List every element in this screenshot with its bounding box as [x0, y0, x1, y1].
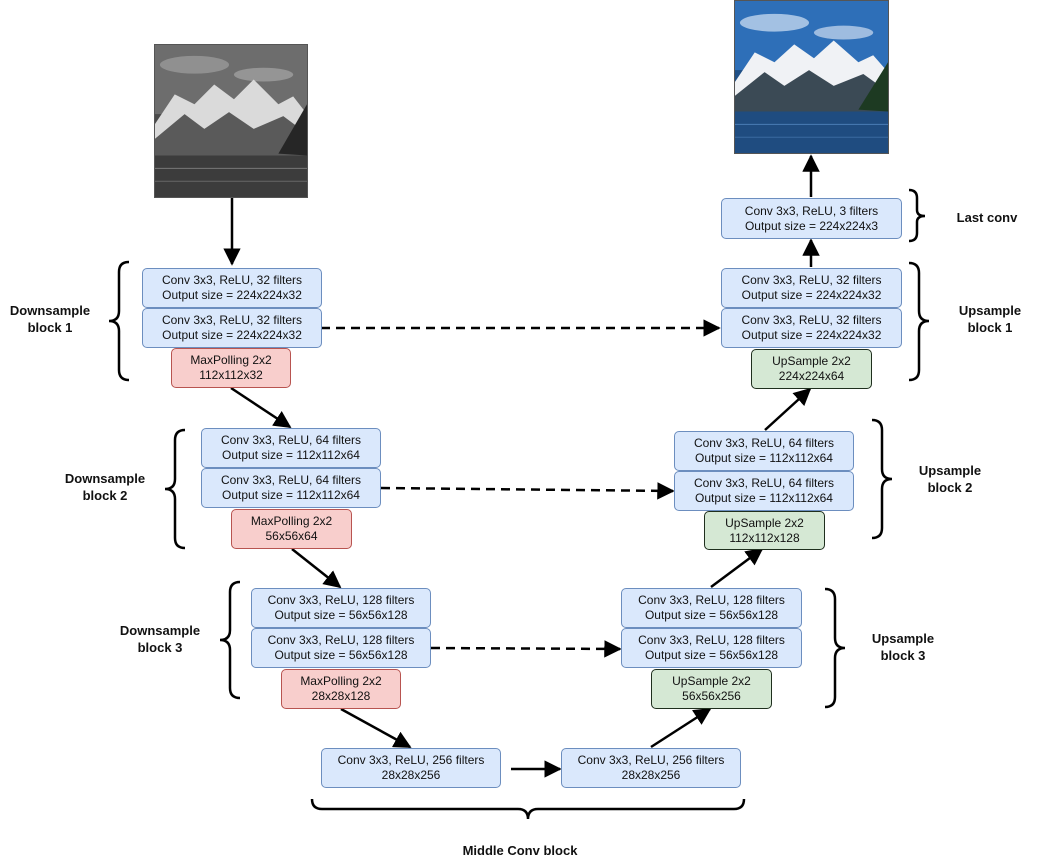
- last-conv: Conv 3x3, ReLU, 3 filters Output size = …: [721, 198, 902, 239]
- down1-maxpool-line2: 112x112x32: [199, 368, 263, 382]
- up3-conv-1-line2: Output size = 56x56x128: [644, 608, 779, 622]
- down3-label: Downsample block 3: [110, 622, 210, 656]
- down3-conv-2: Conv 3x3, ReLU, 128 filters Output size …: [251, 628, 431, 668]
- down2-maxpool-line2: 56x56x64: [265, 529, 318, 543]
- brace-up3: [824, 587, 846, 709]
- down1-label-text: Downsample block 1: [9, 303, 91, 335]
- down1-label: Downsample block 1: [0, 302, 100, 336]
- down3-maxpool-line1: MaxPolling 2x2: [300, 674, 382, 688]
- down1-conv-2-line2: Output size = 224x224x32: [162, 328, 302, 342]
- up2-conv-2-line2: Output size = 112x112x64: [695, 491, 833, 505]
- down1-conv-1: Conv 3x3, ReLU, 32 filters Output size =…: [142, 268, 322, 308]
- up1-upsample: UpSample 2x2 224x224x64: [751, 349, 872, 389]
- output-color-image: [734, 0, 889, 154]
- down3-conv-1-line1: Conv 3x3, ReLU, 128 filters: [267, 593, 415, 607]
- last-conv-line2: Output size = 224x224x3: [744, 218, 879, 233]
- middle-conv-2: Conv 3x3, ReLU, 256 filters 28x28x256: [561, 748, 741, 788]
- up3-upsample: UpSample 2x2 56x56x256: [651, 669, 772, 709]
- middle-conv-2-line2: 28x28x256: [621, 768, 681, 782]
- middle-label-text: Middle Conv block: [462, 843, 578, 858]
- down2-maxpool-line1: MaxPolling 2x2: [250, 514, 333, 528]
- down1-conv-1-line1: Conv 3x3, ReLU, 32 filters: [161, 273, 303, 287]
- brace-up2: [871, 418, 893, 540]
- last-label-text: Last conv: [956, 210, 1018, 225]
- up2-conv-2: Conv 3x3, ReLU, 64 filters Output size =…: [674, 471, 854, 511]
- brace-middle: [310, 798, 746, 820]
- down1-conv-1-line2: Output size = 224x224x32: [162, 288, 302, 302]
- up1-conv-1-line1: Conv 3x3, ReLU, 32 filters: [741, 273, 882, 287]
- down2-label: Downsample block 2: [55, 470, 155, 504]
- up2-conv-1: Conv 3x3, ReLU, 64 filters Output size =…: [674, 431, 854, 471]
- brace-up1: [908, 261, 930, 382]
- up1-conv-1-line2: Output size = 224x224x32: [741, 288, 882, 302]
- up2-upsample-line2: 112x112x128: [729, 530, 800, 545]
- up3-conv-1: Conv 3x3, ReLU, 128 filters Output size …: [621, 588, 802, 628]
- up3-upsample-line1: UpSample 2x2: [672, 674, 751, 688]
- up3-upsample-line2: 56x56x256: [682, 689, 741, 703]
- arrow-up2-to-up1: [764, 387, 812, 431]
- down2-conv-2-line2: Output size = 112x112x64: [222, 488, 360, 502]
- brace-down1: [108, 260, 130, 382]
- down2-conv-1-line1: Conv 3x3, ReLU, 64 filters: [220, 433, 362, 447]
- up1-conv-2-line2: Output size = 224x224x32: [741, 328, 882, 342]
- brace-down2: [164, 428, 186, 550]
- up3-conv-2-line2: Output size = 56x56x128: [644, 648, 779, 662]
- brace-down3: [219, 580, 241, 700]
- down3-maxpool-line2: 28x28x128: [311, 689, 371, 703]
- down3-conv-1: Conv 3x3, ReLU, 128 filters Output size …: [251, 588, 431, 628]
- up2-conv-1-line2: Output size = 112x112x64: [695, 451, 833, 465]
- up3-conv-1-line1: Conv 3x3, ReLU, 128 filters: [638, 593, 785, 607]
- up2-label-text: Upsample block 2: [918, 463, 982, 495]
- down1-maxpool: MaxPolling 2x2 112x112x32: [171, 348, 291, 388]
- middle-label: Middle Conv block: [420, 842, 620, 859]
- up3-label: Upsample block 3: [853, 630, 953, 664]
- arrow-down3-to-middle: [340, 707, 412, 749]
- arrow-middle2-to-up3: [650, 707, 712, 749]
- up3-conv-2-line1: Conv 3x3, ReLU, 128 filters: [638, 633, 785, 647]
- up1-label-text: Upsample block 1: [958, 303, 1022, 335]
- down3-maxpool: MaxPolling 2x2 28x28x128: [281, 669, 401, 709]
- up1-conv-2: Conv 3x3, ReLU, 32 filters Output size =…: [721, 308, 902, 348]
- down3-conv-1-line2: Output size = 56x56x128: [274, 608, 408, 622]
- skip-connection-3: [430, 640, 622, 658]
- up3-conv-2: Conv 3x3, ReLU, 128 filters Output size …: [621, 628, 802, 668]
- arrow-down1-to-down2: [230, 386, 292, 429]
- down2-conv-2: Conv 3x3, ReLU, 64 filters Output size =…: [201, 468, 381, 508]
- middle-conv-1-line2: 28x28x256: [381, 768, 441, 782]
- up1-conv-2-line1: Conv 3x3, ReLU, 32 filters: [741, 313, 882, 327]
- middle-conv-1: Conv 3x3, ReLU, 256 filters 28x28x256: [321, 748, 501, 788]
- down3-conv-2-line2: Output size = 56x56x128: [274, 648, 408, 662]
- down2-conv-1-line2: Output size = 112x112x64: [222, 448, 360, 462]
- last-label: Last conv: [937, 209, 1037, 226]
- input-grayscale-image: [154, 44, 308, 198]
- middle-conv-2-line1: Conv 3x3, ReLU, 256 filters: [577, 753, 725, 767]
- up1-upsample-line1: UpSample 2x2: [772, 354, 851, 368]
- up2-upsample: UpSample 2x2 112x112x128: [704, 511, 825, 550]
- down2-conv-1: Conv 3x3, ReLU, 64 filters Output size =…: [201, 428, 381, 468]
- brace-last: [908, 188, 926, 243]
- up1-conv-1: Conv 3x3, ReLU, 32 filters Output size =…: [721, 268, 902, 308]
- down1-conv-2: Conv 3x3, ReLU, 32 filters Output size =…: [142, 308, 322, 348]
- down1-maxpool-line1: MaxPolling 2x2: [190, 353, 272, 367]
- arrow-down2-to-down3: [291, 548, 342, 589]
- down3-conv-2-line1: Conv 3x3, ReLU, 128 filters: [267, 633, 415, 647]
- down2-conv-2-line1: Conv 3x3, ReLU, 64 filters: [220, 473, 362, 487]
- down1-conv-2-line1: Conv 3x3, ReLU, 32 filters: [161, 313, 303, 327]
- down2-maxpool: MaxPolling 2x2 56x56x64: [231, 509, 352, 549]
- middle-conv-1-line1: Conv 3x3, ReLU, 256 filters: [337, 753, 485, 767]
- up3-label-text: Upsample block 3: [871, 631, 935, 663]
- down2-label-text: Downsample block 2: [64, 471, 146, 503]
- up2-conv-2-line1: Conv 3x3, ReLU, 64 filters: [693, 476, 835, 490]
- down3-label-text: Downsample block 3: [119, 623, 201, 655]
- up2-upsample-line1: UpSample 2x2: [725, 515, 804, 530]
- up2-label: Upsample block 2: [900, 462, 1000, 496]
- skip-connection-2: [380, 482, 675, 500]
- up1-label: Upsample block 1: [940, 302, 1040, 336]
- last-conv-line1: Conv 3x3, ReLU, 3 filters: [744, 203, 879, 218]
- up1-upsample-line2: 224x224x64: [778, 369, 845, 383]
- arrow-up3-to-up2: [710, 547, 764, 589]
- up2-conv-1-line1: Conv 3x3, ReLU, 64 filters: [693, 436, 835, 450]
